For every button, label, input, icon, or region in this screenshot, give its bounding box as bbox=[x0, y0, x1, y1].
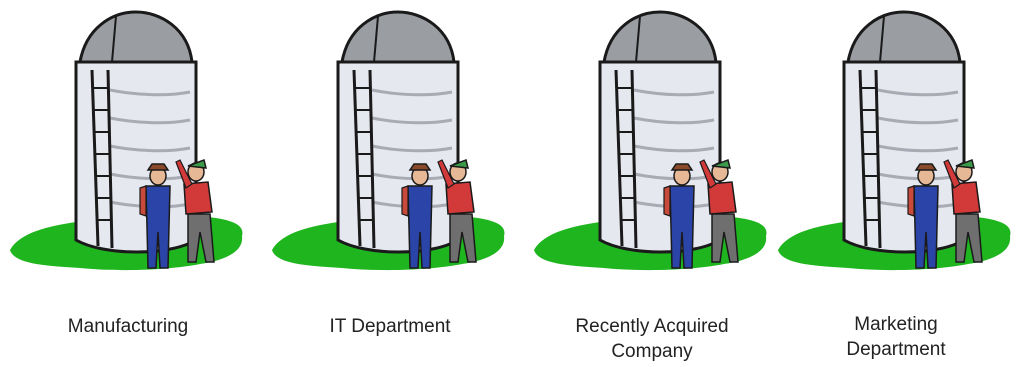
silo-label-line: Marketing bbox=[768, 312, 1024, 337]
silo-label-line: Manufacturing bbox=[0, 314, 256, 339]
silo-dome bbox=[848, 12, 960, 62]
silo-illustration bbox=[0, 0, 256, 300]
silo-dome bbox=[80, 12, 192, 62]
silo-label: IT Department bbox=[262, 314, 518, 339]
silo-label-line: IT Department bbox=[262, 314, 518, 339]
silo-group-manufacturing: Manufacturing bbox=[0, 0, 256, 367]
silo-dome bbox=[342, 12, 454, 62]
silo-label-line: Recently Acquired bbox=[524, 314, 780, 339]
silo-group-marketing-department: Marketing Department bbox=[768, 0, 1024, 367]
silo-label: Recently Acquired Company bbox=[524, 314, 780, 364]
silo-illustration bbox=[262, 0, 518, 300]
silo-label-line: Company bbox=[524, 339, 780, 364]
silo-label-line: Department bbox=[768, 337, 1024, 362]
silo-group-it-department: IT Department bbox=[262, 0, 518, 367]
silo-dome bbox=[604, 12, 716, 62]
silo-illustration bbox=[524, 0, 780, 300]
silo-illustration bbox=[768, 0, 1024, 300]
silo-label: Manufacturing bbox=[0, 314, 256, 339]
silo-label: Marketing Department bbox=[768, 312, 1024, 362]
silo-group-recently-acquired-company: Recently Acquired Company bbox=[524, 0, 780, 367]
